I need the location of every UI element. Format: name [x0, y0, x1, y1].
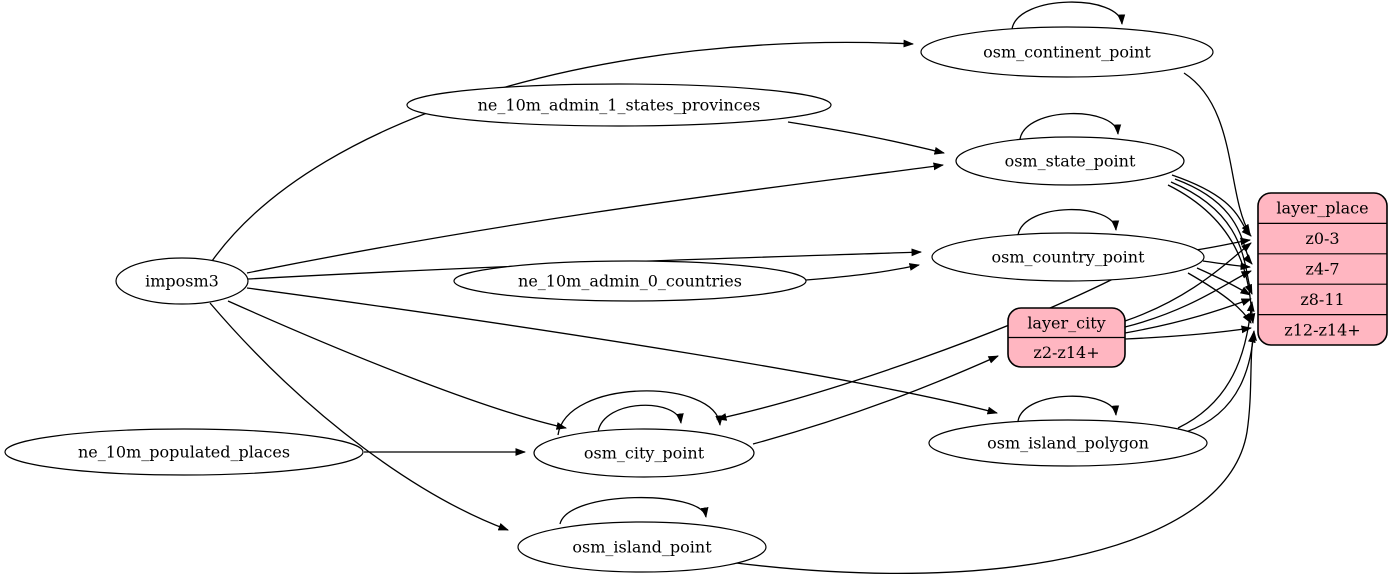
record-layer_place: layer_place z0-3 z4-7 z8-11 z12-z14+ — [1257, 192, 1388, 346]
node-osm_city_point: osm_city_point — [533, 428, 755, 478]
edge-osm_country_point-to-osm_city_point — [716, 278, 1114, 421]
node-ne_10m_admin_1_states_provinces: ne_10m_admin_1_states_provinces — [406, 83, 832, 127]
edge-imposm3-to-osm_city_point — [227, 300, 567, 430]
edge-osm_country_point-to-layer_place — [1195, 237, 1251, 251]
record-layer_city-row-0: layer_city — [1027, 313, 1105, 332]
node-osm_city_point-label: osm_city_point — [584, 444, 705, 463]
node-osm_state_point-label: osm_state_point — [1005, 152, 1136, 171]
node-osm_country_point-label: osm_country_point — [991, 248, 1145, 267]
node-ne_10m_populated_places-label: ne_10m_populated_places — [78, 443, 290, 462]
edge-imposm3-to-osm_state_point — [246, 162, 944, 274]
record-layer_place-row-2: z4-7 — [1305, 260, 1339, 279]
edge-osm_country_point-to-layer_place — [1187, 272, 1252, 324]
node-osm_island_point: osm_island_point — [517, 521, 767, 573]
node-imposm3-label: imposm3 — [145, 272, 219, 291]
node-ne_10m_admin_1_states_provinces-label: ne_10m_admin_1_states_provinces — [478, 96, 761, 115]
edge-osm_continent_point-to-osm_continent_point — [1011, 1, 1126, 30]
edge-osm_country_point-to-layer_place — [1202, 260, 1251, 271]
record-layer_city: layer_city z2-z14+ — [1007, 307, 1126, 368]
node-osm_continent_point: osm_continent_point — [920, 26, 1214, 78]
edge-imposm3-to-osm_island_polygon — [246, 287, 998, 415]
record-layer_city-row-1: z2-z14+ — [1033, 343, 1099, 362]
edge-osm_island_polygon-to-osm_island_polygon — [1017, 395, 1120, 422]
edge-osm_state_point-to-layer_place — [1171, 174, 1252, 237]
node-osm_country_point: osm_country_point — [931, 232, 1205, 282]
node-osm_island_point-label: osm_island_point — [572, 538, 712, 557]
edge-imposm3-to-osm_island_point — [209, 302, 509, 531]
edge-imposm3-to-osm_country_point — [247, 248, 922, 280]
edge-osm_island_point-to-layer_place — [727, 332, 1256, 574]
node-imposm3: imposm3 — [115, 257, 249, 305]
node-ne_10m_admin_0_countries-label: ne_10m_admin_0_countries — [518, 272, 742, 291]
edge-layer_city-to-layer_place — [1124, 325, 1252, 340]
node-osm_country_point-shape — [931, 232, 1205, 282]
node-osm_island_polygon-label: osm_island_polygon — [987, 434, 1149, 453]
node-ne_10m_populated_places-shape — [4, 428, 364, 476]
record-layer_place-shape — [1257, 192, 1388, 346]
edge-osm_state_point-to-layer_place — [1170, 181, 1253, 295]
edge-layer_city-to-layer_place — [1124, 298, 1252, 334]
node-osm_island_point-shape — [517, 521, 767, 573]
edge-osm_continent_point-to-layer_place — [1183, 72, 1251, 235]
node-osm_island_polygon: osm_island_polygon — [928, 419, 1208, 467]
node-imposm3-shape — [115, 257, 249, 305]
record-layer_place-row-4: z12-z14+ — [1284, 320, 1360, 339]
node-ne_10m_admin_0_countries: ne_10m_admin_0_countries — [453, 260, 807, 302]
edge-osm_country_point-to-osm_country_point — [1017, 208, 1120, 236]
node-osm_city_point-shape — [533, 428, 755, 478]
node-osm_continent_point-shape — [920, 26, 1214, 78]
edge-osm_state_point-to-layer_place — [1167, 184, 1256, 324]
node-osm_island_polygon-shape — [928, 419, 1208, 467]
edge-layer_city-to-layer_place — [1124, 270, 1252, 328]
record-layer_place-row-3: z8-11 — [1300, 290, 1344, 309]
node-osm_continent_point-label: osm_continent_point — [983, 43, 1151, 62]
edge-osm_state_point-to-layer_place — [1174, 178, 1253, 265]
edge-osm_city_point-to-layer_city — [752, 355, 999, 445]
edge-osm_state_point-to-osm_state_point — [1019, 112, 1122, 140]
node-osm_state_point: osm_state_point — [955, 136, 1185, 186]
edge-osm_island_point-to-osm_island_point — [559, 496, 709, 525]
edge-osm_country_point-to-layer_place — [1196, 267, 1251, 296]
edge-ne_10m_admin_1_states_provinces-to-osm_state_point — [787, 121, 945, 155]
record-layer_place-row-1: z0-3 — [1305, 229, 1339, 248]
edge-osm_city_point-to-osm_city_point — [557, 390, 724, 436]
edge-osm_city_point-to-osm_city_point — [597, 404, 684, 433]
node-ne_10m_admin_0_countries-shape — [453, 260, 807, 302]
node-ne_10m_admin_1_states_provinces-shape — [406, 83, 832, 127]
edge-osm_island_polygon-to-layer_place — [1177, 301, 1255, 429]
edge-imposm3-to-osm_continent_point — [211, 39, 914, 262]
edge-ne_10m_admin_0_countries-to-osm_country_point — [805, 263, 920, 281]
edge-layer_city-to-layer_place — [1124, 242, 1252, 322]
record-layer_place-row-0: layer_place — [1276, 199, 1368, 218]
node-ne_10m_populated_places: ne_10m_populated_places — [4, 428, 364, 476]
node-osm_state_point-shape — [955, 136, 1185, 186]
